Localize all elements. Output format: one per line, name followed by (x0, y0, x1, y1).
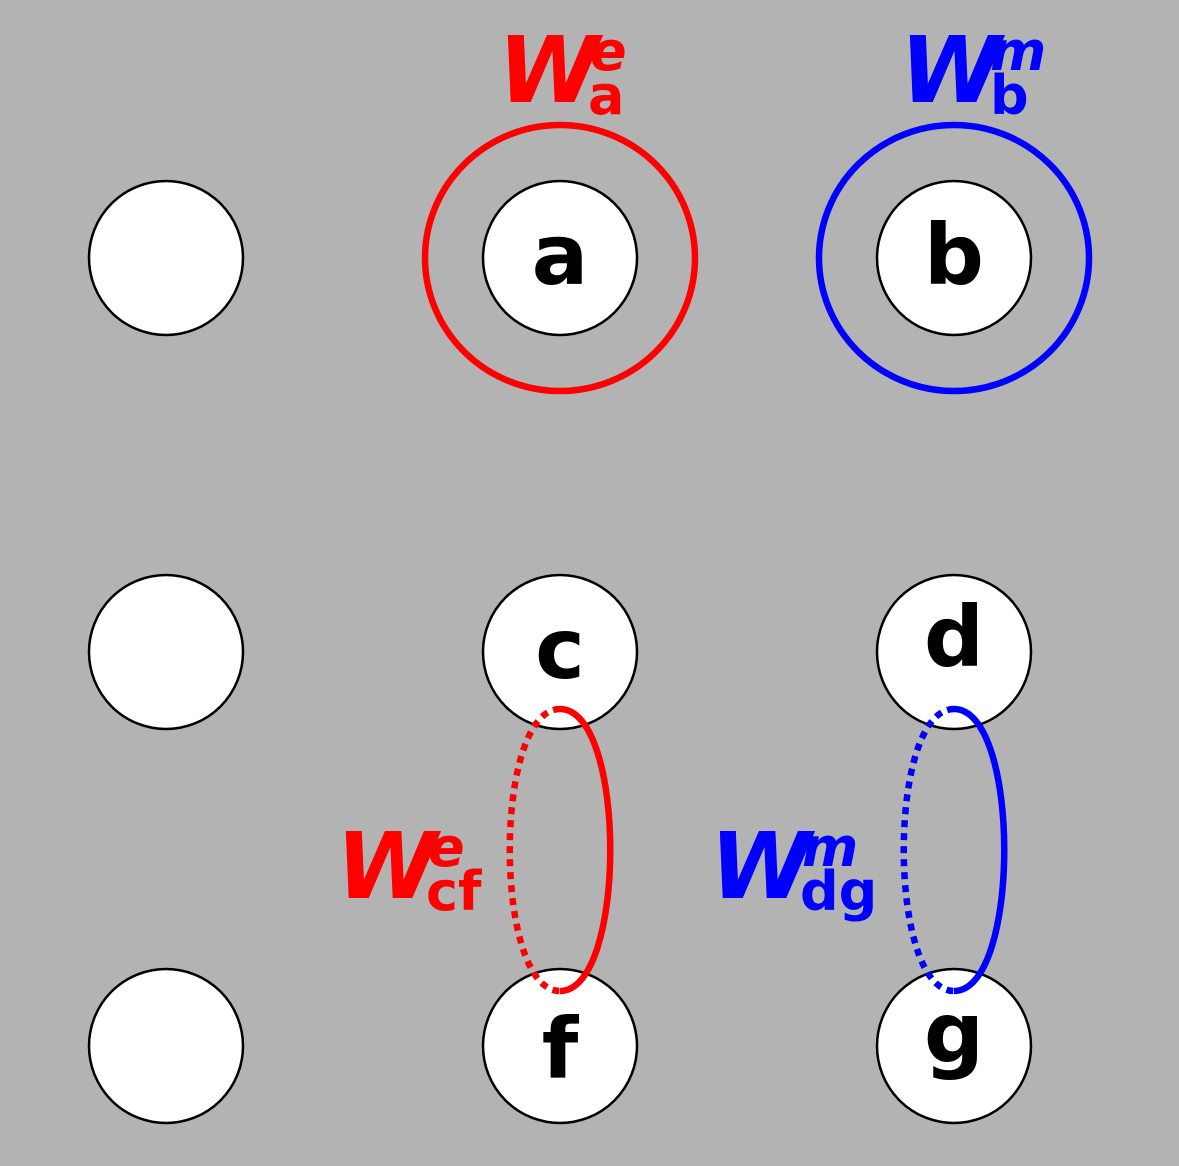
operator-wb-main: W (900, 17, 1006, 124)
operator-wa-main: W (498, 17, 604, 124)
node-label-b: b (924, 206, 984, 304)
loop-wb (815, 121, 1093, 395)
node-empty-middle-left (87, 573, 245, 731)
node-label-c: c (535, 600, 585, 698)
operator-wb-sub: b (990, 64, 1029, 127)
operator-wcf-main: W (336, 813, 442, 920)
node-label-f: f (542, 1000, 580, 1098)
operator-label-wcf: W e cf (336, 813, 482, 923)
loop-wdg-dotted (900, 705, 955, 995)
operator-wa-sup: e (590, 20, 627, 83)
node-empty-bottom-left (87, 967, 245, 1125)
node-b: b (875, 179, 1033, 337)
loop-wa (421, 121, 699, 395)
node-f: f (481, 967, 639, 1125)
operator-label-wdg: W m dg (710, 813, 877, 923)
node-label-a: a (532, 206, 589, 304)
node-a: a (481, 179, 639, 337)
operator-wcf-sup: e (428, 816, 465, 879)
node-label-d: d (924, 588, 984, 686)
node-g: g (875, 967, 1033, 1125)
operator-wdg-main: W (710, 813, 816, 920)
operator-wa-sub: a (588, 64, 624, 127)
operator-label-wa: W e a (498, 17, 627, 127)
operator-wcf-sub: cf (426, 860, 482, 923)
node-d: d (875, 573, 1033, 731)
loop-wcf-solid (559, 705, 614, 995)
node-c: c (481, 573, 639, 731)
loop-wdg-solid (953, 705, 1008, 995)
loop-wcf-dotted (506, 705, 561, 995)
operator-label-wb: W m b (900, 17, 1046, 127)
operator-wdg-sup: m (802, 816, 858, 879)
operator-wb-sup: m (990, 20, 1046, 83)
node-label-g: g (924, 984, 984, 1082)
node-empty-top-left (87, 179, 245, 337)
operator-wdg-sub: dg (800, 860, 877, 923)
